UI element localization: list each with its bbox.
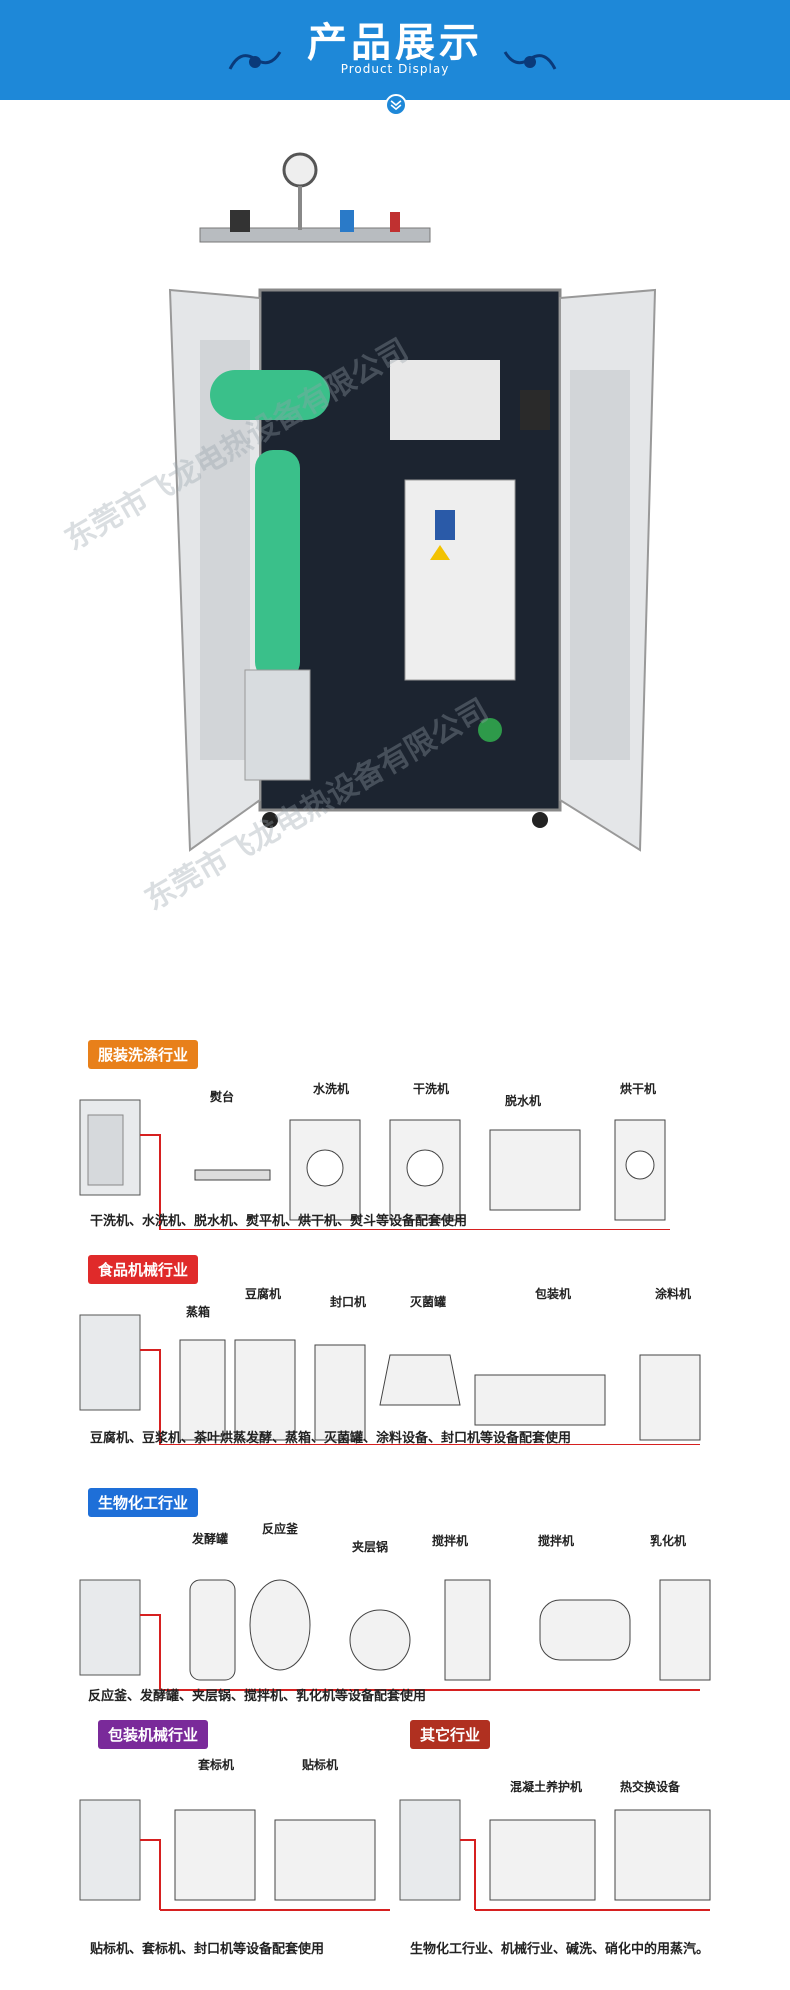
equipment-label: 夹层锅 — [352, 1540, 389, 1554]
equipment-label: 发酵罐 — [192, 1532, 229, 1546]
equipment-label: 脱水机 — [505, 1094, 542, 1108]
equipment-label: 干洗机 — [413, 1082, 450, 1096]
section-badge: 包装机械行业 — [98, 1720, 209, 1749]
right-ornament-icon — [503, 51, 557, 70]
equipment-label: 混凝土养护机 — [510, 1780, 583, 1794]
equipment-label: 包装机 — [535, 1287, 572, 1301]
equipment-label: 搅拌机 — [432, 1534, 469, 1548]
equipment-label: 贴标机 — [302, 1758, 339, 1772]
equipment-label: 反应釜 — [262, 1522, 299, 1536]
equipment-label: 搅拌机 — [538, 1534, 575, 1548]
section-packaging-other: 包装机械行业 其它行业 套标机 贴标机 混凝土养护机 热交换设备 贴标机、套标机… — [0, 1720, 790, 1980]
equipment-label: 水洗机 — [313, 1082, 350, 1096]
section-badge: 食品机械行业 — [88, 1255, 199, 1284]
section-caption: 豆腐机、豆浆机、茶叶烘蒸发酵、蒸箱、灭菌罐、涂料设备、封口机等设备配套使用 — [90, 1431, 572, 1446]
section-badge: 生物化工行业 — [88, 1488, 199, 1517]
equipment-label: 乳化机 — [650, 1534, 687, 1548]
left-ornament-icon — [228, 51, 282, 70]
equipment-label: 熨台 — [210, 1090, 235, 1104]
section-caption: 反应釜、发酵罐、夹层锅、搅拌机、乳化机等设备配套使用 — [88, 1689, 427, 1704]
section-biochem: 生物化工行业 发酵罐 反应釜 夹层锅 搅拌机 搅拌机 乳化机 反应釜、发酵罐、夹… — [0, 1470, 790, 1720]
equipment-label: 豆腐机 — [245, 1287, 282, 1301]
biochem-diagram — [79, 1579, 711, 1691]
equipment-label: 涂料机 — [655, 1287, 692, 1301]
packaging-other-diagram — [79, 1799, 711, 1911]
equipment-label: 套标机 — [198, 1758, 235, 1772]
equipment-label: 热交换设备 — [620, 1780, 681, 1794]
page-title: 产品展示 — [307, 20, 483, 66]
header-banner: 产品展示 Product Display — [0, 0, 790, 100]
equipment-label: 烘干机 — [620, 1082, 657, 1096]
page-subtitle: Product Display — [340, 62, 450, 76]
section-badge: 服装洗涤行业 — [88, 1040, 199, 1069]
section-laundry: 服装洗涤行业 熨台 水洗机 干洗机 脱水机 烘干机 干洗机、水洗机、脱水机、熨平… — [0, 1040, 790, 1240]
equipment-label: 蒸箱 — [186, 1305, 211, 1319]
section-caption: 生物化工行业、机械行业、碱洗、硝化中的用蒸汽。 — [410, 1942, 710, 1957]
food-diagram — [79, 1314, 701, 1445]
equipment-label: 灭菌罐 — [410, 1295, 447, 1309]
product-image — [168, 152, 657, 852]
laundry-diagram — [79, 1099, 670, 1230]
section-badge: 其它行业 — [410, 1720, 491, 1749]
equipment-label: 封口机 — [330, 1295, 367, 1309]
section-food: 食品机械行业 蒸箱 豆腐机 封口机 灭菌罐 包装机 涂料机 豆腐机、豆浆机、茶叶… — [0, 1255, 790, 1455]
chevron-down-icon[interactable] — [385, 94, 407, 116]
section-caption: 干洗机、水洗机、脱水机、熨平机、烘干机、熨斗等设备配套使用 — [90, 1214, 468, 1229]
section-caption: 贴标机、套标机、封口机等设备配套使用 — [90, 1942, 325, 1957]
